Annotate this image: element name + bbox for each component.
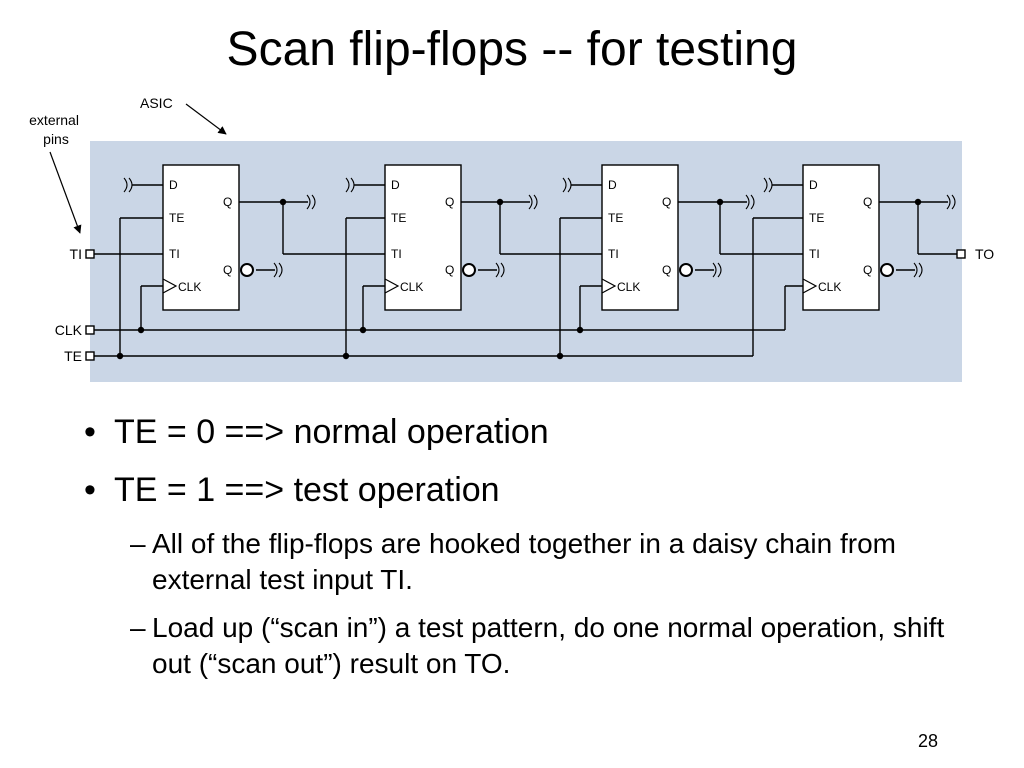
- port-q: Q: [662, 195, 671, 209]
- wires: [94, 184, 957, 357]
- port-q: Q: [445, 195, 454, 209]
- inversion-bubble-icon: [880, 263, 894, 277]
- port-clk: CLK: [818, 280, 841, 294]
- sub-bullet-item: – All of the flip-flops are hooked toget…: [130, 526, 964, 598]
- dash-icon: –: [130, 612, 146, 643]
- junction-dots: [116, 198, 922, 360]
- external-pins-label: external pins: [29, 112, 83, 147]
- bullet-icon: •: [84, 471, 96, 509]
- port-d: D: [809, 178, 818, 192]
- port-ti: TI: [809, 247, 820, 261]
- port-qbar: Q: [223, 263, 232, 277]
- sub-bullet-text: Load up (“scan in”) a test pattern, do o…: [152, 612, 945, 679]
- break-marks: [123, 177, 956, 278]
- port-clk: CLK: [617, 280, 640, 294]
- pin-to-square-icon: [956, 249, 966, 259]
- port-d: D: [169, 178, 178, 192]
- bullet-item: • TE = 0 ==> normal operation: [84, 410, 964, 454]
- bullet-item: • TE = 1 ==> test operation: [84, 468, 964, 512]
- dash-icon: –: [130, 528, 146, 559]
- inversion-bubble-icon: [679, 263, 693, 277]
- port-qbar: Q: [662, 263, 671, 277]
- pin-te-label: TE: [64, 348, 82, 364]
- port-clk: CLK: [400, 280, 423, 294]
- pin-clk-square-icon: [85, 325, 95, 335]
- clock-triangle-icon: [601, 278, 617, 294]
- external-pin-squares: [85, 249, 966, 361]
- flipflop-4: D TE TI CLK Q Q: [802, 164, 894, 311]
- scan-chain-diagram: ASIC external pins: [29, 95, 994, 382]
- pin-clk-label: CLK: [55, 322, 83, 338]
- slide-title: Scan flip-flops -- for testing: [226, 23, 798, 76]
- asic-label: ASIC: [140, 95, 173, 111]
- pin-ti-label: TI: [70, 246, 82, 262]
- pin-to-label: TO: [975, 246, 994, 262]
- bullet-text: TE = 0 ==> normal operation: [114, 413, 549, 451]
- bullet-text: TE = 1 ==> test operation: [114, 471, 500, 509]
- flipflop-2: D TE TI CLK Q Q: [384, 164, 476, 311]
- bullet-icon: •: [84, 413, 96, 451]
- sub-bullet-text: All of the flip-flops are hooked togethe…: [152, 528, 896, 595]
- port-te: TE: [169, 211, 184, 225]
- pin-ti-square-icon: [85, 249, 95, 259]
- port-q: Q: [223, 195, 232, 209]
- port-qbar: Q: [445, 263, 454, 277]
- clock-triangle-icon: [384, 278, 400, 294]
- flipflop-3: D TE TI CLK Q Q: [601, 164, 693, 311]
- bullet-list: • TE = 0 ==> normal operation • TE = 1 =…: [84, 410, 964, 694]
- asic-arrow: [185, 103, 227, 135]
- pin-te-square-icon: [85, 351, 95, 361]
- inversion-bubble-icon: [462, 263, 476, 277]
- port-te: TE: [608, 211, 623, 225]
- port-qbar: Q: [863, 263, 872, 277]
- slide-number: 28: [917, 731, 938, 751]
- port-ti: TI: [608, 247, 619, 261]
- port-q: Q: [863, 195, 872, 209]
- inversion-bubble-icon: [240, 263, 254, 277]
- port-clk: CLK: [178, 280, 201, 294]
- port-d: D: [608, 178, 617, 192]
- sub-bullet-item: – Load up (“scan in”) a test pattern, do…: [130, 610, 964, 682]
- port-te: TE: [391, 211, 406, 225]
- port-ti: TI: [169, 247, 180, 261]
- port-d: D: [391, 178, 400, 192]
- port-te: TE: [809, 211, 824, 225]
- clock-triangle-icon: [162, 278, 178, 294]
- port-ti: TI: [391, 247, 402, 261]
- external-pins-arrow: [49, 151, 82, 234]
- clock-triangle-icon: [802, 278, 818, 294]
- flipflop-1: D TE TI CLK Q Q: [162, 164, 254, 311]
